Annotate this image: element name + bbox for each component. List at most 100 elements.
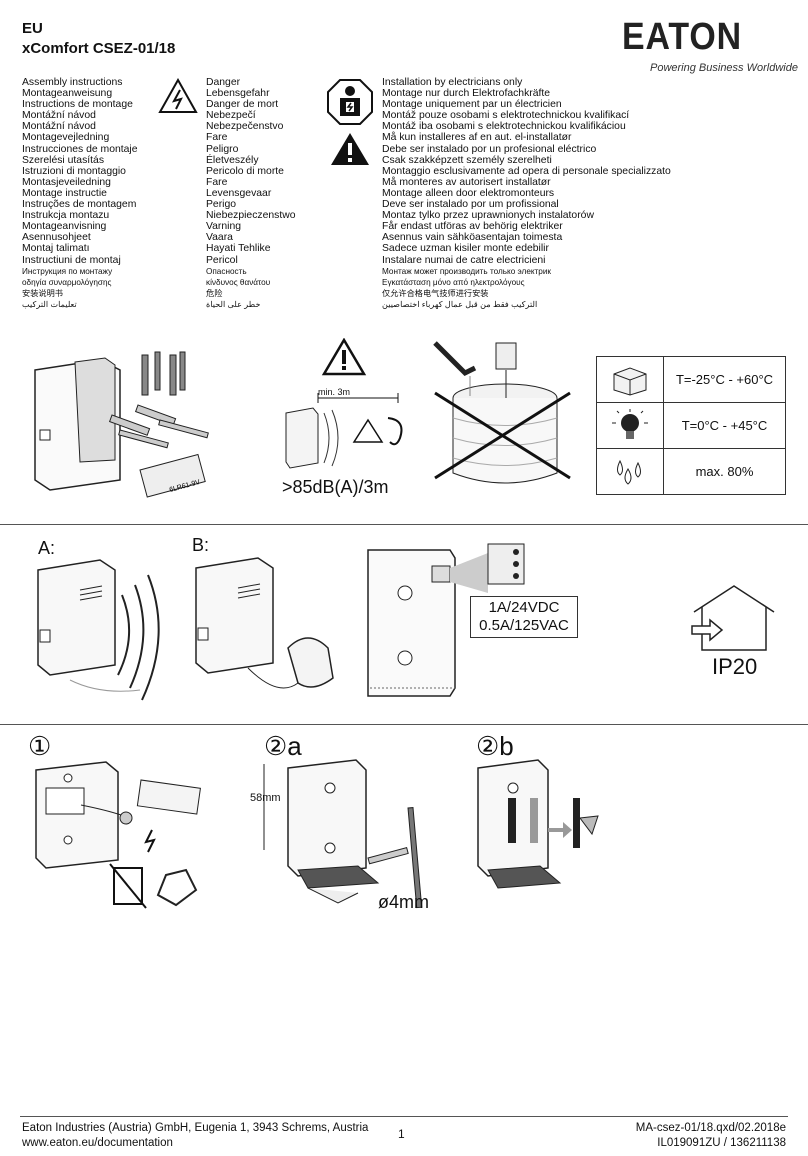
assembly-instructions-item: Montageanvisning [22, 221, 107, 233]
documentation-url[interactable]: www.eaton.eu/documentation [22, 1137, 173, 1149]
install-electricians-item: Må kun installeres af en aut. el-install… [382, 132, 572, 144]
electrician-only-icon [327, 79, 373, 125]
operating-temperature: T=0°C - +45°C [681, 418, 768, 433]
section-divider [0, 524, 808, 525]
eaton-logo: EATON [622, 16, 744, 62]
adhesive-mount-illustration [477, 759, 599, 889]
install-electricians-item: Монтаж может производить только электрик [382, 266, 552, 276]
high-voltage-warning-icon [158, 78, 198, 113]
contact-rating-box: 1A/24VDC 0.5A/125VAC [470, 596, 578, 638]
contact-rating-dc: 1A/24VDC [488, 599, 560, 616]
assembly-instructions-item: تعليمات التركيب [22, 299, 77, 309]
assembly-instructions-item: Instructiuni de montaj [22, 254, 121, 266]
sound-level-illustration [285, 338, 403, 469]
operating-temperature-row: T=0°C - +45°C [597, 403, 785, 449]
danger-item: Опасность [206, 266, 247, 276]
variant-a-device-illustration [37, 559, 160, 701]
storage-temperature-row: T=-25°C - +60°C [597, 357, 785, 403]
humidity-drops-icon [617, 459, 641, 485]
danger-item: Vaara [206, 232, 233, 244]
step-1-label: ① [28, 731, 52, 761]
storage-box-icon [613, 366, 647, 396]
assembly-instructions-item: Montaj talimatı [22, 243, 90, 255]
assembly-instructions-item: 安装说明书 [22, 288, 63, 298]
humidity-max: max. 80% [695, 464, 754, 479]
step-2b-label: ②b [476, 731, 514, 761]
danger-item: Hayati Tehlike [206, 243, 271, 255]
danger-item: Danger [206, 77, 241, 88]
assembly-instructions-item: Istruzioni di montaggio [22, 165, 126, 177]
danger-item: Peligro [206, 143, 239, 155]
document-reference: MA-csez-01/18.qxd/02.2018e [635, 1122, 786, 1134]
assembly-instructions-item: Montagevejledning [22, 132, 110, 144]
contact-rating-ac: 0.5A/125VAC [479, 617, 569, 634]
humidity-row: max. 80% [597, 449, 785, 494]
drill-diameter-label: ø4mm [378, 892, 429, 912]
company-address: Eaton Industries (Austria) GmbH, Eugenia… [22, 1122, 369, 1134]
min-distance-label: min. 3m [318, 387, 351, 397]
battery-insert-illustration [35, 761, 201, 909]
svg-text:EATON: EATON [622, 18, 742, 54]
assembly-instructions-item: Instrucciones de montaje [22, 143, 138, 155]
install-electricians-item: Csak szakképzett személy szerelheti [382, 154, 552, 166]
danger-item: κίνδυνος θανάτου [206, 277, 271, 287]
assembly-instructions-item: Asennusohjeet [22, 232, 91, 244]
install-electricians-item: Montáž pouze osobami s elektrotechnickou… [382, 110, 630, 122]
general-warning-icon [331, 133, 369, 165]
install-electricians-item: Får endast utföras av behörig elektriker [382, 221, 563, 233]
variant-a-label: A: [38, 538, 56, 558]
install-electricians-item: Instalare numai de catre electricieni [382, 254, 546, 266]
danger-item: Lebensgefahr [206, 88, 270, 100]
install-electricians-item: التركيب فقط من قبل عمال كهرباء اختصاصيين [382, 299, 538, 309]
danger-item: Fare [206, 176, 228, 188]
assembly-instructions-item: Instruções de montagem [22, 199, 137, 211]
indoor-house-icon [691, 585, 775, 651]
install-electricians-item: Asennus vain sähköasentajan toimesta [382, 232, 563, 244]
assembly-instructions-item: Инструкция по монтажу [22, 266, 113, 276]
danger-item: Pericolo di morte [206, 165, 284, 177]
assembly-instructions-item: Szerelési utasítás [22, 154, 105, 166]
danger-item: Perigo [206, 199, 237, 211]
variant-b-label: B: [192, 535, 210, 555]
assembly-instructions-item: Montageanweisung [22, 88, 113, 100]
danger-item: خطر على الحياة [206, 299, 261, 309]
back-plate-relay-illustration [367, 543, 525, 697]
wall-mount-screws-illustration [263, 759, 423, 909]
install-electricians-item: Montaz tylko przez uprawnionych instalat… [382, 210, 594, 222]
install-electricians-item: 仅允许合格电气技师进行安装 [382, 288, 489, 298]
install-electricians-item: Montaggio esclusivamente ad opera di per… [382, 165, 671, 177]
document-id: IL019091ZU / 136211138 [657, 1137, 786, 1149]
install-electricians-item: Debe ser instalado por un profesional el… [382, 143, 597, 155]
install-electricians-item: Montage nur durch Elektrofachkräfte [382, 88, 551, 100]
assembly-instructions-item: Instructions de montage [22, 99, 133, 111]
hole-spacing-label: 58mm [250, 792, 281, 804]
footer-left: Eaton Industries (Austria) GmbH, Eugenia… [22, 1121, 368, 1151]
assembly-instructions-item: Montasjeveiledning [22, 176, 111, 188]
environment-conditions-table: T=-25°C - +60°C T=0°C - +45°C max. 80% [596, 356, 786, 495]
install-electricians-item: Εγκατάσταση μόνο από ηλεκτρολόγους [382, 277, 525, 287]
region-label: EU [22, 20, 43, 37]
install-electricians-item: Installation by electricians only [382, 77, 523, 88]
danger-item: Levensgevaar [206, 187, 272, 199]
assembly-instructions-item: οδηγία συναρμολόγησης [22, 277, 112, 287]
eaton-logo-mark: EATON [622, 16, 742, 58]
install-electricians-item: Montage uniquement par un électricien [382, 99, 562, 111]
assembly-instructions-item: Montážní návod [22, 121, 96, 133]
install-electricians-item: Sadece uzman kisiler monte edebilir [382, 243, 549, 255]
section-divider [0, 724, 808, 725]
storage-temperature: T=-25°C - +60°C [675, 372, 774, 387]
danger-item: 危险 [206, 288, 223, 298]
danger-item: Danger de mort [206, 99, 279, 111]
brand-tagline: Powering Business Worldwide [650, 62, 798, 74]
light-bulb-icon [612, 408, 648, 439]
assembly-instructions-item: Montage instructie [22, 187, 107, 199]
no-water-illustration [433, 341, 571, 484]
danger-item: Nebezpečenstvo [206, 121, 284, 133]
step-2a-label: ②a [264, 731, 302, 761]
danger-item: Fare [206, 132, 228, 144]
assembly-instructions-item: Montážní návod [22, 110, 96, 122]
variant-b-device-illustration [195, 557, 334, 689]
install-electricians-item: Deve ser instalado por um profissional [382, 199, 559, 211]
footer-right: MA-csez-01/18.qxd/02.2018e IL019091ZU / … [636, 1121, 786, 1151]
